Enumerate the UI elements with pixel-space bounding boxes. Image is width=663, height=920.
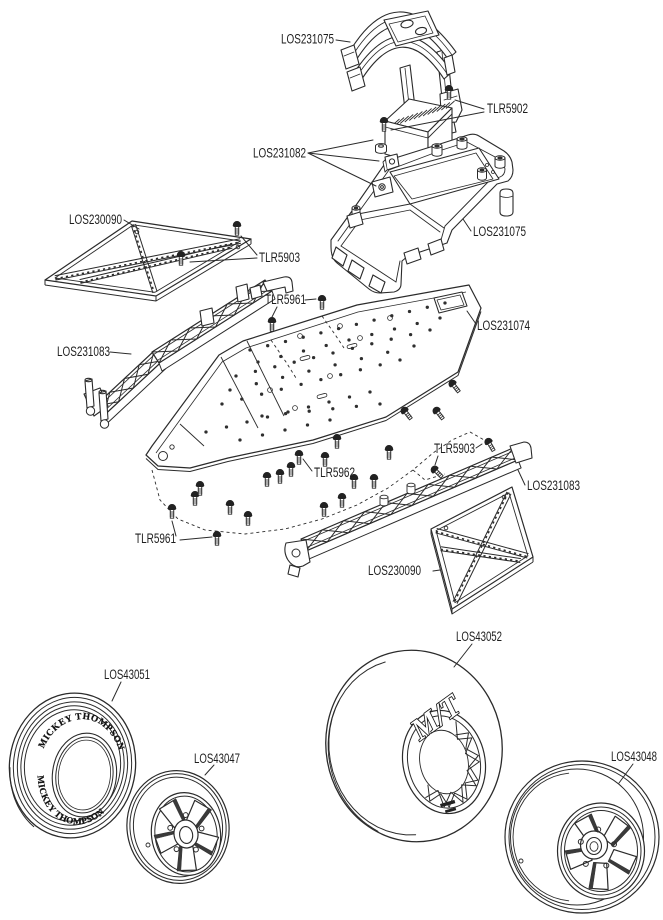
svg-text:TLR5961: TLR5961 [135,531,176,546]
svg-text:TLR5961: TLR5961 [265,292,306,307]
svg-text:LOS231074: LOS231074 [477,318,530,333]
svg-text:TLR5962: TLR5962 [314,465,355,480]
svg-text:LOS231083: LOS231083 [57,344,110,359]
svg-text:LOS231075: LOS231075 [281,32,334,47]
svg-text:LOS231082: LOS231082 [253,146,306,161]
svg-text:TLR5903: TLR5903 [259,250,300,265]
svg-text:LOS230090: LOS230090 [368,563,421,578]
svg-text:TLR5902: TLR5902 [487,101,528,116]
svg-text:TLR5903: TLR5903 [434,441,475,456]
svg-text:LOS231075: LOS231075 [473,224,526,239]
svg-text:LOS43048: LOS43048 [611,749,657,764]
svg-text:LOS43052: LOS43052 [456,629,502,644]
svg-text:LOS43047: LOS43047 [194,751,240,766]
svg-text:LOS230090: LOS230090 [69,212,122,227]
svg-text:LOS43051: LOS43051 [104,667,150,682]
svg-text:LOS231083: LOS231083 [527,478,580,493]
